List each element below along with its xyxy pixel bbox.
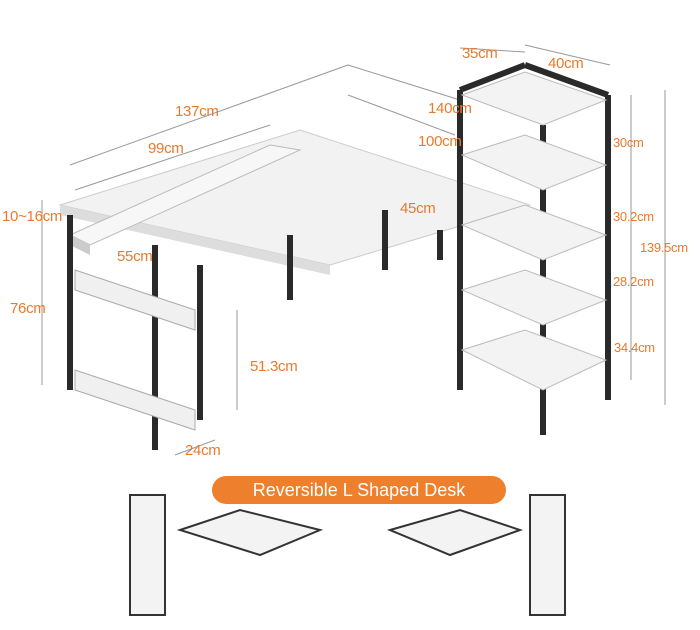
label-shelf-width: 40cm [548, 55, 584, 72]
label-monitor-stand-length: 99cm [148, 140, 184, 157]
dimension-lines [41, 44, 666, 456]
bookshelf [457, 62, 611, 435]
label-shelf-total-height: 139.5cm [640, 240, 688, 255]
l-desk [58, 129, 532, 450]
label-shelf-depth: 35cm [462, 45, 498, 62]
label-monitor-stand-height: 10~16cm [2, 208, 63, 225]
reversible-variants [129, 494, 566, 616]
label-desk-length-long: 137cm [175, 103, 219, 120]
label-shelf-gap-4: 34.4cm [614, 340, 655, 355]
label-side-shelf-depth: 24cm [185, 442, 221, 459]
label-return-depth: 45cm [400, 200, 436, 217]
label-shelf-gap-3: 28.2cm [613, 274, 654, 289]
label-shelf-gap-1: 30cm [613, 135, 644, 150]
label-desk-inner-right: 100cm [418, 133, 462, 150]
reversible-banner: Reversible L Shaped Desk [212, 476, 506, 504]
label-desk-length-right: 140cm [428, 100, 472, 117]
label-desk-depth: 55cm [117, 248, 153, 265]
label-desk-height: 76cm [10, 300, 46, 317]
label-shelf-gap-2: 30.2cm [613, 209, 654, 224]
label-knee-clearance: 51.3cm [250, 358, 298, 375]
